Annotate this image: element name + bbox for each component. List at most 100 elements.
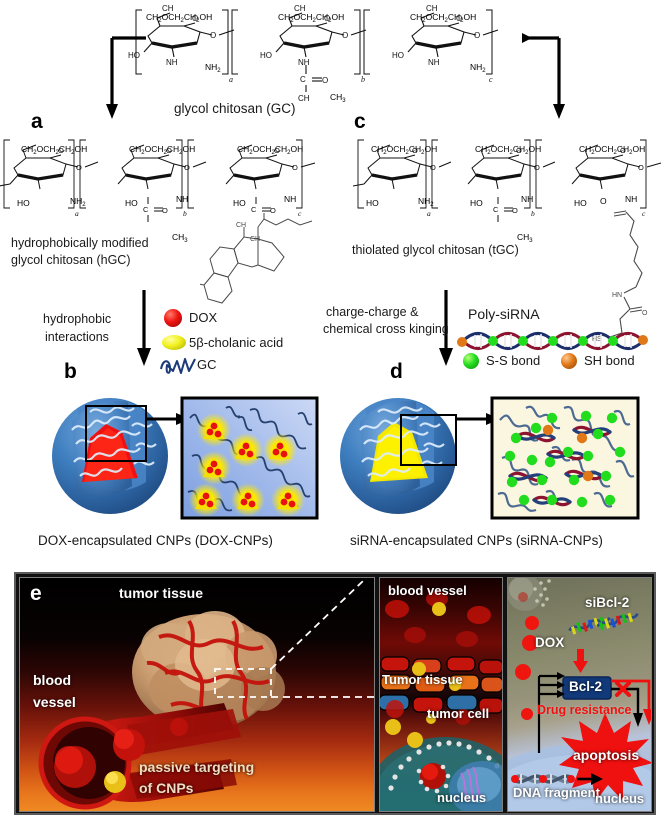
- hgc-nh-3: NH: [284, 194, 297, 204]
- panel-e-label-dox: DOX: [535, 635, 565, 650]
- tgc-caption: thiolated glycol chitosan (tGC): [352, 243, 519, 257]
- panel-e-label-sibcl2: siBcl-2: [585, 595, 630, 610]
- tgc-ho-3: HO: [574, 198, 587, 208]
- svg-text:O: O: [412, 146, 418, 155]
- svg-text:HO: HO: [392, 51, 404, 60]
- svg-text:O: O: [270, 206, 276, 215]
- hgc-nh2: NH2: [70, 196, 86, 208]
- tgc-sidechain-1: CH2OCH2CH2OH: [371, 144, 438, 156]
- svg-text:O: O: [76, 163, 82, 172]
- panel-e-label-nucleus-right: nucleus: [595, 791, 645, 806]
- svg-text:C: C: [143, 205, 149, 214]
- legend-sh-icon: [561, 353, 577, 369]
- svg-text:O: O: [456, 14, 462, 23]
- dox-cnp-sphere: [52, 398, 168, 514]
- svg-text:O: O: [638, 163, 644, 172]
- svg-text:O: O: [192, 14, 198, 23]
- svg-text:O: O: [58, 146, 64, 155]
- legend-sh-label: SH bond: [584, 353, 635, 368]
- dox-zoom-panel: [180, 396, 319, 520]
- svg-text:a: a: [427, 209, 431, 218]
- legend-ss-label: S-S bond: [486, 353, 541, 368]
- svg-text:O: O: [292, 163, 298, 172]
- svg-text:HN: HN: [612, 292, 622, 299]
- svg-text:O: O: [474, 31, 480, 40]
- svg-text:O: O: [210, 31, 216, 40]
- charge-label-line2: chemical cross kinging: [323, 322, 449, 336]
- svg-text:CH: CH: [162, 4, 174, 13]
- svg-text:O: O: [512, 206, 518, 215]
- legend-cholanic-label: 5β-cholanic acid: [189, 335, 284, 350]
- legend-gc-icon: [160, 358, 196, 374]
- panel-e-label-tumor-tissue-mid: Tumor tissue: [382, 672, 463, 687]
- panel-letter-c: c: [354, 110, 366, 133]
- panel-letter-b: b: [64, 360, 77, 383]
- svg-text:a: a: [229, 75, 233, 84]
- svg-text:O: O: [166, 146, 172, 155]
- svg-text:b: b: [183, 209, 187, 218]
- svg-text:C: C: [300, 75, 306, 84]
- panel-e-label-bcl2: Bcl-2: [569, 679, 603, 694]
- tgc-ho-2: HO: [470, 198, 483, 208]
- dox-zoom-region-box: [85, 405, 147, 462]
- hgc-sidechain-1: CH2OCH2CH2OH: [21, 144, 88, 156]
- panel-e-container: tumor tissue blood vessel passive target…: [14, 572, 656, 815]
- svg-text:HO: HO: [260, 51, 272, 60]
- svg-text:b: b: [531, 209, 535, 218]
- hgc-methyl: CH3: [172, 232, 188, 244]
- panel-letter-e: e: [30, 582, 42, 605]
- tgc-sidechain-2: CH2OCH2CH2OH: [475, 144, 542, 156]
- hgc-nh-2: NH: [176, 194, 189, 204]
- tgc-sidechain-3: CH2OCH2CH2OH: [579, 144, 646, 156]
- methyl-label-top: CH3: [330, 92, 346, 104]
- tgc-methyl: CH3: [517, 232, 533, 244]
- thiol-arm-structure: HN O HS: [592, 210, 648, 343]
- panel-e-label-of-cnps: of CNPs: [139, 780, 194, 796]
- legend-dox-icon: [164, 309, 182, 327]
- dox-cnp-caption: DOX-encapsulated CNPs (DOX-CNPs): [38, 533, 273, 548]
- svg-text:CH: CH: [294, 4, 306, 13]
- tgc-ho-1: HO: [366, 198, 379, 208]
- svg-text:O: O: [322, 76, 328, 85]
- svg-text:O: O: [274, 146, 280, 155]
- poly-sirna-helix: [457, 332, 648, 350]
- panel-e-label-blood: blood: [33, 672, 72, 688]
- panel-e-label-passive-targeting: passive targeting: [139, 759, 255, 775]
- hydrophobic-label-line1: hydrophobic: [43, 312, 112, 326]
- svg-text:O: O: [324, 14, 330, 23]
- amine-label-3: NH2: [470, 62, 486, 74]
- sidechain-label-3: CH2OCH2CH2OH: [410, 12, 477, 24]
- svg-text:HS: HS: [592, 336, 602, 343]
- hgc-sidechain-2: CH2OCH2CH2OH: [129, 144, 196, 156]
- svg-text:O: O: [534, 163, 540, 172]
- hgc-ho-1: HO: [17, 198, 30, 208]
- panel-e-label-nucleus-mid: nucleus: [437, 790, 487, 805]
- svg-text:O: O: [162, 206, 168, 215]
- tgc-nh-3: NH: [625, 194, 638, 204]
- svg-text:NH: NH: [298, 58, 310, 67]
- panel-e-label-tumor-cell: tumor cell: [427, 706, 490, 721]
- cholanic-acid-structure: CH CH: [200, 213, 313, 304]
- poly-sirna-label: Poly-siRNA: [468, 306, 540, 322]
- svg-text:a: a: [75, 209, 79, 218]
- svg-text:NH: NH: [428, 58, 440, 67]
- svg-text:O: O: [642, 310, 648, 317]
- svg-text:C: C: [251, 205, 257, 214]
- hgc-sidechain-3: CH2OCH2CH2OH: [237, 144, 304, 156]
- hgc-structure: O O O C O O: [0, 139, 316, 222]
- svg-text:c: c: [298, 209, 302, 218]
- tgc-carbonyl-o: O: [600, 196, 607, 206]
- panel-e-label-dna-fragment: DNA fragment: [513, 785, 600, 800]
- tgc-nh2: NH2: [418, 196, 434, 208]
- svg-text:NH: NH: [166, 58, 178, 67]
- sidechain-label-2: CH2OCH2CH2OH: [278, 12, 345, 24]
- sidechain-label-1: CH2OCH2CH2OH: [146, 12, 213, 24]
- branch-arrows: [106, 33, 565, 119]
- svg-text:CH: CH: [298, 94, 310, 102]
- svg-text:C: C: [493, 205, 499, 214]
- panel-e-label-vessel: vessel: [33, 694, 76, 710]
- hgc-ho-3: HO: [233, 198, 246, 208]
- svg-text:O: O: [620, 146, 626, 155]
- svg-text:CH: CH: [236, 222, 246, 229]
